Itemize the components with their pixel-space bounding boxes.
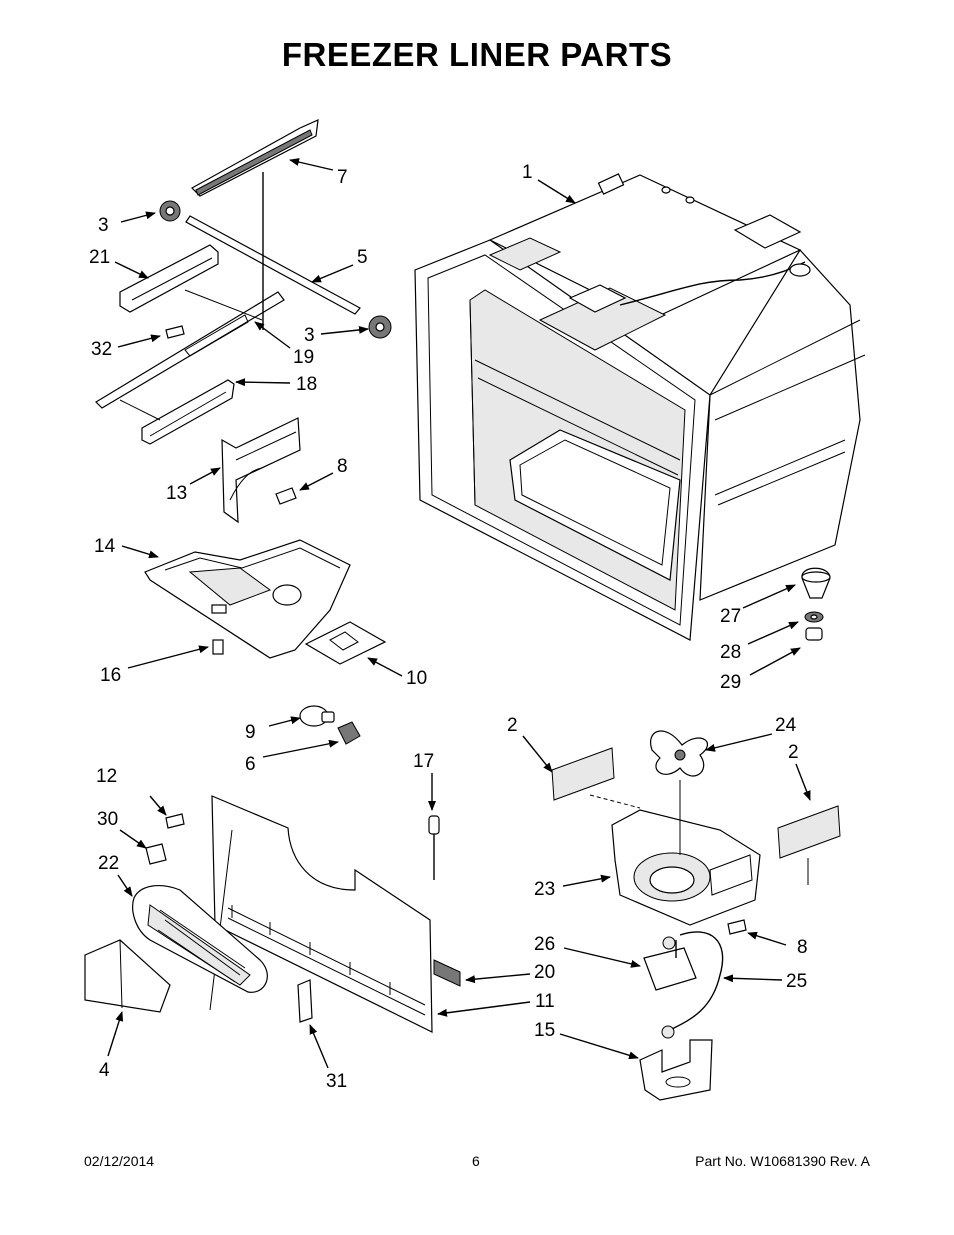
callout-29: 29	[720, 672, 741, 693]
callout-10: 10	[406, 668, 427, 689]
callout-8: 8	[337, 456, 348, 477]
callout-17: 17	[413, 751, 434, 772]
evaporator-cover-group	[84, 795, 461, 1033]
lower-rail-part	[141, 379, 235, 445]
callout-1: 1	[522, 162, 533, 183]
callout-15: 15	[534, 1020, 555, 1041]
callout-19: 19	[293, 347, 314, 368]
slide-bracket-part	[119, 244, 219, 313]
callout-6: 6	[245, 754, 256, 775]
callout-3b: 3	[304, 325, 315, 346]
callout-16: 16	[100, 665, 121, 686]
callout-3: 3	[98, 215, 109, 236]
freezer-liner-part	[414, 173, 866, 641]
foam-strip-part	[433, 959, 461, 987]
callout-20: 20	[534, 962, 555, 983]
back-panel-part	[211, 795, 433, 1033]
callout-labels: 1 2 2 3 3 4 5 6 7 8 8 9 10 11 12 13 14 1…	[89, 162, 808, 1092]
housing-part	[144, 539, 387, 665]
clip-part	[145, 843, 167, 865]
screw-part	[727, 919, 747, 935]
leader-lines	[107, 158, 811, 1069]
rail-parts-group	[95, 119, 392, 445]
callout-5: 5	[357, 247, 368, 268]
footer-part-number: Part No. W10681390 Rev. A	[695, 1153, 870, 1169]
bracket-part	[221, 417, 301, 524]
light-socket-part	[337, 721, 361, 745]
callout-12: 12	[96, 766, 117, 787]
foam-pad-part	[551, 747, 615, 801]
callout-14: 14	[94, 536, 116, 557]
motor-bracket-part	[639, 1039, 713, 1101]
callout-31: 31	[326, 1071, 347, 1092]
callout-4: 4	[99, 1060, 110, 1081]
screw-part	[165, 325, 185, 339]
fan-assembly-group	[551, 730, 841, 1101]
callout-18: 18	[296, 374, 317, 395]
switch-part	[212, 639, 224, 655]
screw-part	[165, 813, 185, 829]
drain-parts-group	[801, 567, 831, 641]
fan-motor-part	[643, 947, 697, 991]
callout-7: 7	[337, 167, 348, 188]
callout-28: 28	[720, 642, 741, 663]
callout-9: 9	[245, 722, 256, 743]
slide-rail-part	[95, 291, 285, 409]
insulation-sheet-part	[304, 621, 387, 665]
screw-part	[275, 487, 297, 505]
callout-13: 13	[166, 483, 187, 504]
callout-8b: 8	[797, 937, 808, 958]
sensor-part	[428, 815, 440, 880]
callout-11: 11	[535, 991, 555, 1012]
page-title: FREEZER LINER PARTS	[281, 36, 673, 73]
callout-22: 22	[98, 853, 119, 874]
callout-30: 30	[97, 809, 118, 830]
bracket-parts-group	[221, 417, 301, 524]
axle-rod-part	[185, 215, 361, 315]
callout-32: 32	[91, 339, 112, 360]
light-parts-group	[299, 705, 361, 745]
callout-21: 21	[89, 247, 110, 268]
footer-date: 02/12/2014	[84, 1153, 155, 1169]
footer-page-number: 6	[472, 1153, 480, 1169]
callout-23: 23	[534, 879, 555, 900]
callout-2b: 2	[788, 742, 799, 763]
clip-part	[297, 979, 313, 1023]
callout-26: 26	[534, 934, 555, 955]
foam-pad-part	[777, 805, 841, 859]
callout-2: 2	[507, 715, 518, 736]
cover-part	[84, 939, 171, 1013]
grommet-part	[805, 627, 823, 641]
callout-27: 27	[720, 606, 741, 627]
callout-24: 24	[775, 715, 797, 736]
callout-25: 25	[786, 971, 807, 992]
